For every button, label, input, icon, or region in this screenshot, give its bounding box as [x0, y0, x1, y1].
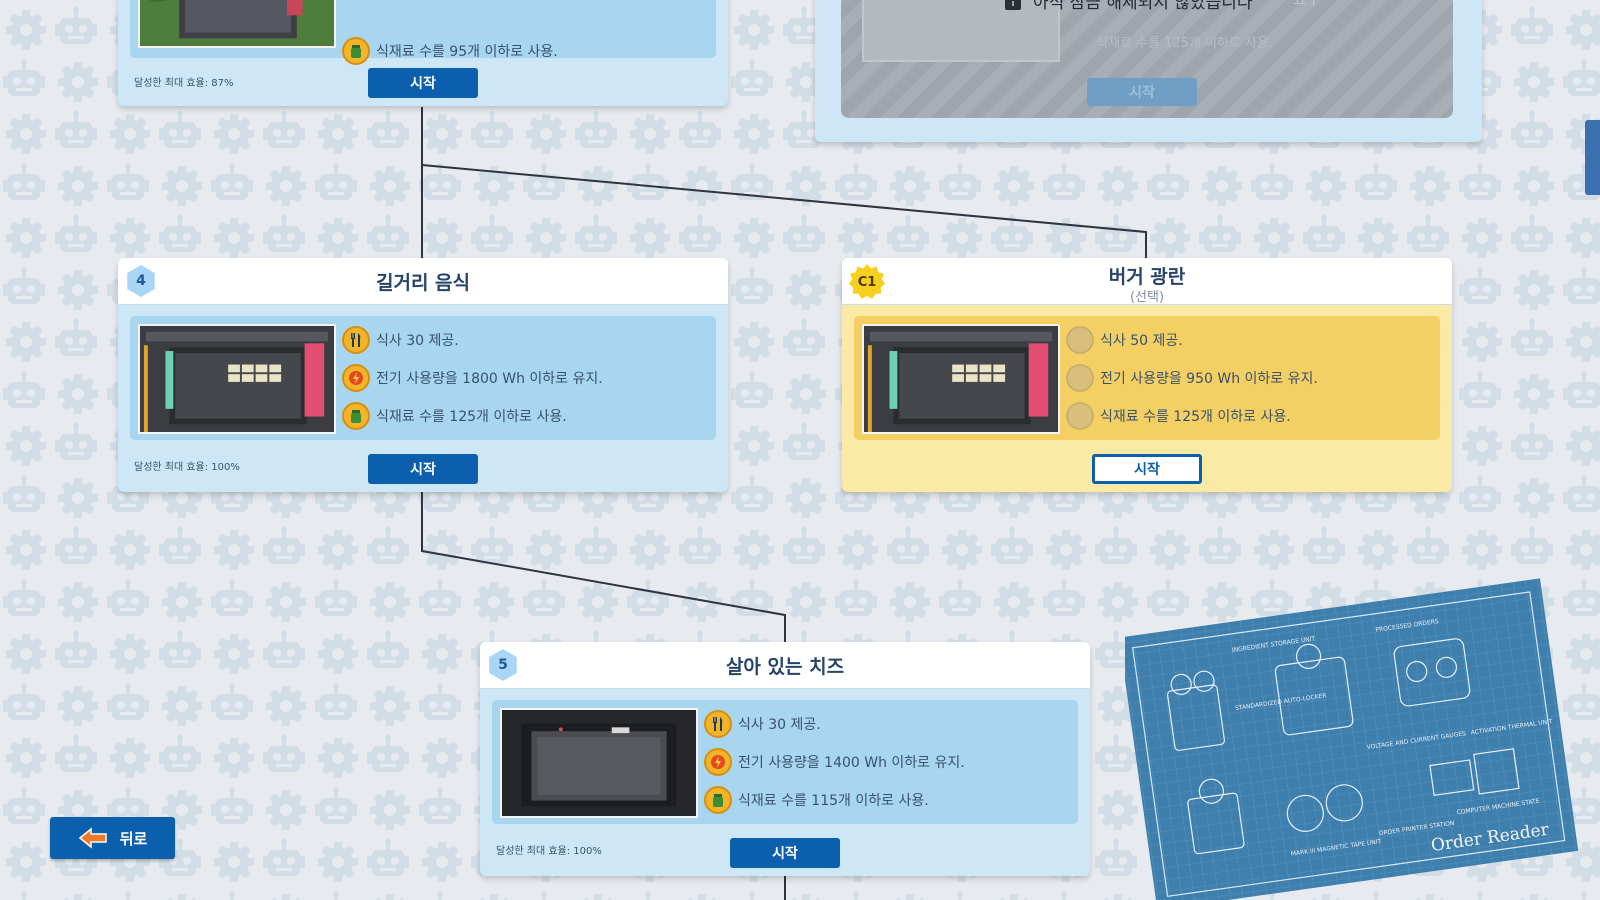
card-header: 4 길거리 음식 — [118, 258, 728, 305]
locked-overlay: 아직 잠금 해제되지 않았습니다 요구 식재료 수를 125개 이하로 사용. … — [841, 0, 1453, 118]
level-thumbnail — [862, 324, 1060, 434]
fork-knife-icon — [704, 710, 732, 738]
back-button-label: 뒤로 — [119, 829, 148, 848]
level-title: 길거리 음식 — [375, 272, 470, 294]
start-button-selected[interactable]: 시작 — [1092, 454, 1202, 484]
side-scroll-tab[interactable] — [1585, 120, 1600, 195]
start-button[interactable]: 시작 — [368, 68, 478, 98]
level-thumbnail — [138, 324, 336, 434]
lightning-icon — [704, 748, 732, 776]
goal-ingredients: 식재료 수를 125개 이하로 사용. — [1066, 401, 1291, 431]
back-button[interactable]: 뒤로 — [50, 817, 175, 859]
card-header: C1 버거 광란 (선택) — [842, 258, 1452, 305]
level-card-5[interactable]: 5 살아 있는 치즈 식사 30 제공. 전기 사용량을 1400 Wh 이하 — [480, 642, 1090, 876]
goal-power: 전기 사용량을 1800 Wh 이하로 유지. — [342, 363, 603, 393]
level-thumbnail — [862, 0, 1060, 62]
level-goals-panel: 식사 30 제공. 전기 사용량을 1400 Wh 이하로 유지. 식재료 수를… — [492, 700, 1078, 824]
lightning-icon — [342, 364, 370, 392]
level-goals-panel: 식재료 수를 95개 이하로 사용. — [130, 0, 716, 65]
start-button[interactable]: 시작 — [368, 454, 478, 484]
level-title: 버거 광란 — [1108, 266, 1186, 288]
goal-meals: 식사 30 제공. — [342, 325, 459, 355]
goal-meals: 식사 30 제공. — [704, 709, 821, 739]
level-card-c1[interactable]: C1 버거 광란 (선택) 식사 50 제공. 전기 사용량을 950 Wh 이… — [842, 258, 1452, 492]
empty-goal-icon — [1066, 402, 1094, 430]
level-title: 살아 있는 치즈 — [725, 656, 845, 678]
goal-ingredients: 식재료 수를 115개 이하로 사용. — [704, 785, 929, 815]
card-header: 5 살아 있는 치즈 — [480, 642, 1090, 689]
jar-icon — [342, 402, 370, 430]
goal-power: 전기 사용량을 950 Wh 이하로 유지. — [1066, 363, 1318, 393]
jar-icon — [342, 37, 370, 65]
empty-goal-icon — [1066, 364, 1094, 392]
best-efficiency-label: 달성한 최대 효율: 100% — [134, 462, 240, 473]
goal-meals: 식사 50 제공. — [1066, 325, 1183, 355]
goal-ingredients: 식재료 수를 125개 이하로 사용. — [342, 401, 567, 431]
locked-requirement: 요구 — [1293, 0, 1321, 9]
goal-ingredients: 식재료 수를 95개 이하로 사용. — [342, 36, 558, 66]
level-thumbnail — [138, 0, 336, 48]
level-card-previous[interactable]: 식재료 수를 95개 이하로 사용. 달성한 최대 효율: 87% 시작 — [118, 0, 728, 106]
locked-goal-text: 식재료 수를 125개 이하로 사용. — [1096, 36, 1274, 51]
level-card-locked: 아직 잠금 해제되지 않았습니다 요구 식재료 수를 125개 이하로 사용. … — [815, 0, 1482, 142]
back-arrow-icon — [78, 827, 107, 849]
empty-goal-icon — [1066, 326, 1094, 354]
start-button-disabled: 시작 — [1087, 78, 1197, 106]
fork-knife-icon — [342, 326, 370, 354]
level-thumbnail — [500, 708, 698, 818]
start-button[interactable]: 시작 — [730, 838, 840, 868]
locked-message: 아직 잠금 해제되지 않았습니다 — [1033, 0, 1253, 13]
lock-icon — [1005, 0, 1021, 10]
goal-power: 전기 사용량을 1400 Wh 이하로 유지. — [704, 747, 965, 777]
level-number-badge: 4 — [127, 265, 155, 297]
level-subtitle: (선택) — [1129, 290, 1165, 305]
best-efficiency-label: 달성한 최대 효율: 87% — [134, 78, 234, 89]
best-efficiency-label: 달성한 최대 효율: 100% — [496, 846, 602, 857]
jar-icon — [704, 786, 732, 814]
level-goals-panel: 식사 50 제공. 전기 사용량을 950 Wh 이하로 유지. 식재료 수를 … — [854, 316, 1440, 440]
level-goals-panel: 식사 30 제공. 전기 사용량을 1800 Wh 이하로 유지. 식재료 수를… — [130, 316, 716, 440]
blueprint-order-reader: INGREDIENT STORAGE UNIT PROCESSED ORDERS… — [1125, 578, 1579, 900]
level-card-4[interactable]: 4 길거리 음식 식사 30 제공. 전기 — [118, 258, 728, 492]
